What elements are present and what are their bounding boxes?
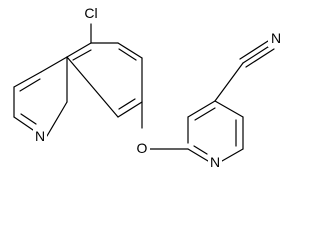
bond-nitrile-3: [245, 48, 275, 68]
bond-c4-c3: [13, 71, 42, 88]
bond-c4p-cn: [214, 62, 244, 102]
bond-c2-n1: [13, 116, 34, 131]
quinoline-ring-system: [13, 42, 143, 137]
pyridine-ring: [187, 100, 244, 162]
bond-c8-c8a: [117, 101, 143, 118]
bond-c8-c8a-double: [118, 98, 136, 110]
quinoline-nitrogen-label: N: [35, 128, 45, 144]
bond-c8a-c4a: [66, 56, 119, 118]
bond-c4p-c5p: [214, 100, 244, 118]
bond-c4a-c4: [40, 56, 68, 73]
bond-c2-n1-double: [20, 113, 37, 125]
atom-labels: Cl N O N N: [33, 5, 283, 171]
bond-c6-c7: [117, 42, 143, 59]
bond-c4a-c5: [66, 42, 92, 58]
chemical-structure-diagram: Cl N O N N: [13, 5, 283, 171]
chlorine-atom-label: Cl: [84, 5, 97, 21]
linkers: [90, 23, 275, 150]
bond-c3-c4-double: [19, 78, 41, 92]
bond-nitrile-1: [242, 44, 272, 64]
bond-c6-c7-double: [118, 48, 137, 61]
bond-c3p-c4p-double: [194, 107, 216, 121]
bond-nitrile-2: [239, 40, 269, 60]
bond-c3p-c4p: [187, 100, 216, 118]
bond-c6p-n1p: [221, 148, 244, 162]
bond-n1p-c2p-double: [193, 145, 208, 155]
bond-c4a-c5-double: [72, 49, 92, 61]
pyridine-nitrogen-label: N: [210, 154, 220, 170]
bond-n1-c8a: [46, 101, 68, 137]
ether-oxygen-label: O: [137, 140, 148, 156]
bond-n1p-c2p: [187, 148, 209, 162]
nitrile-nitrogen-label: N: [271, 30, 281, 46]
